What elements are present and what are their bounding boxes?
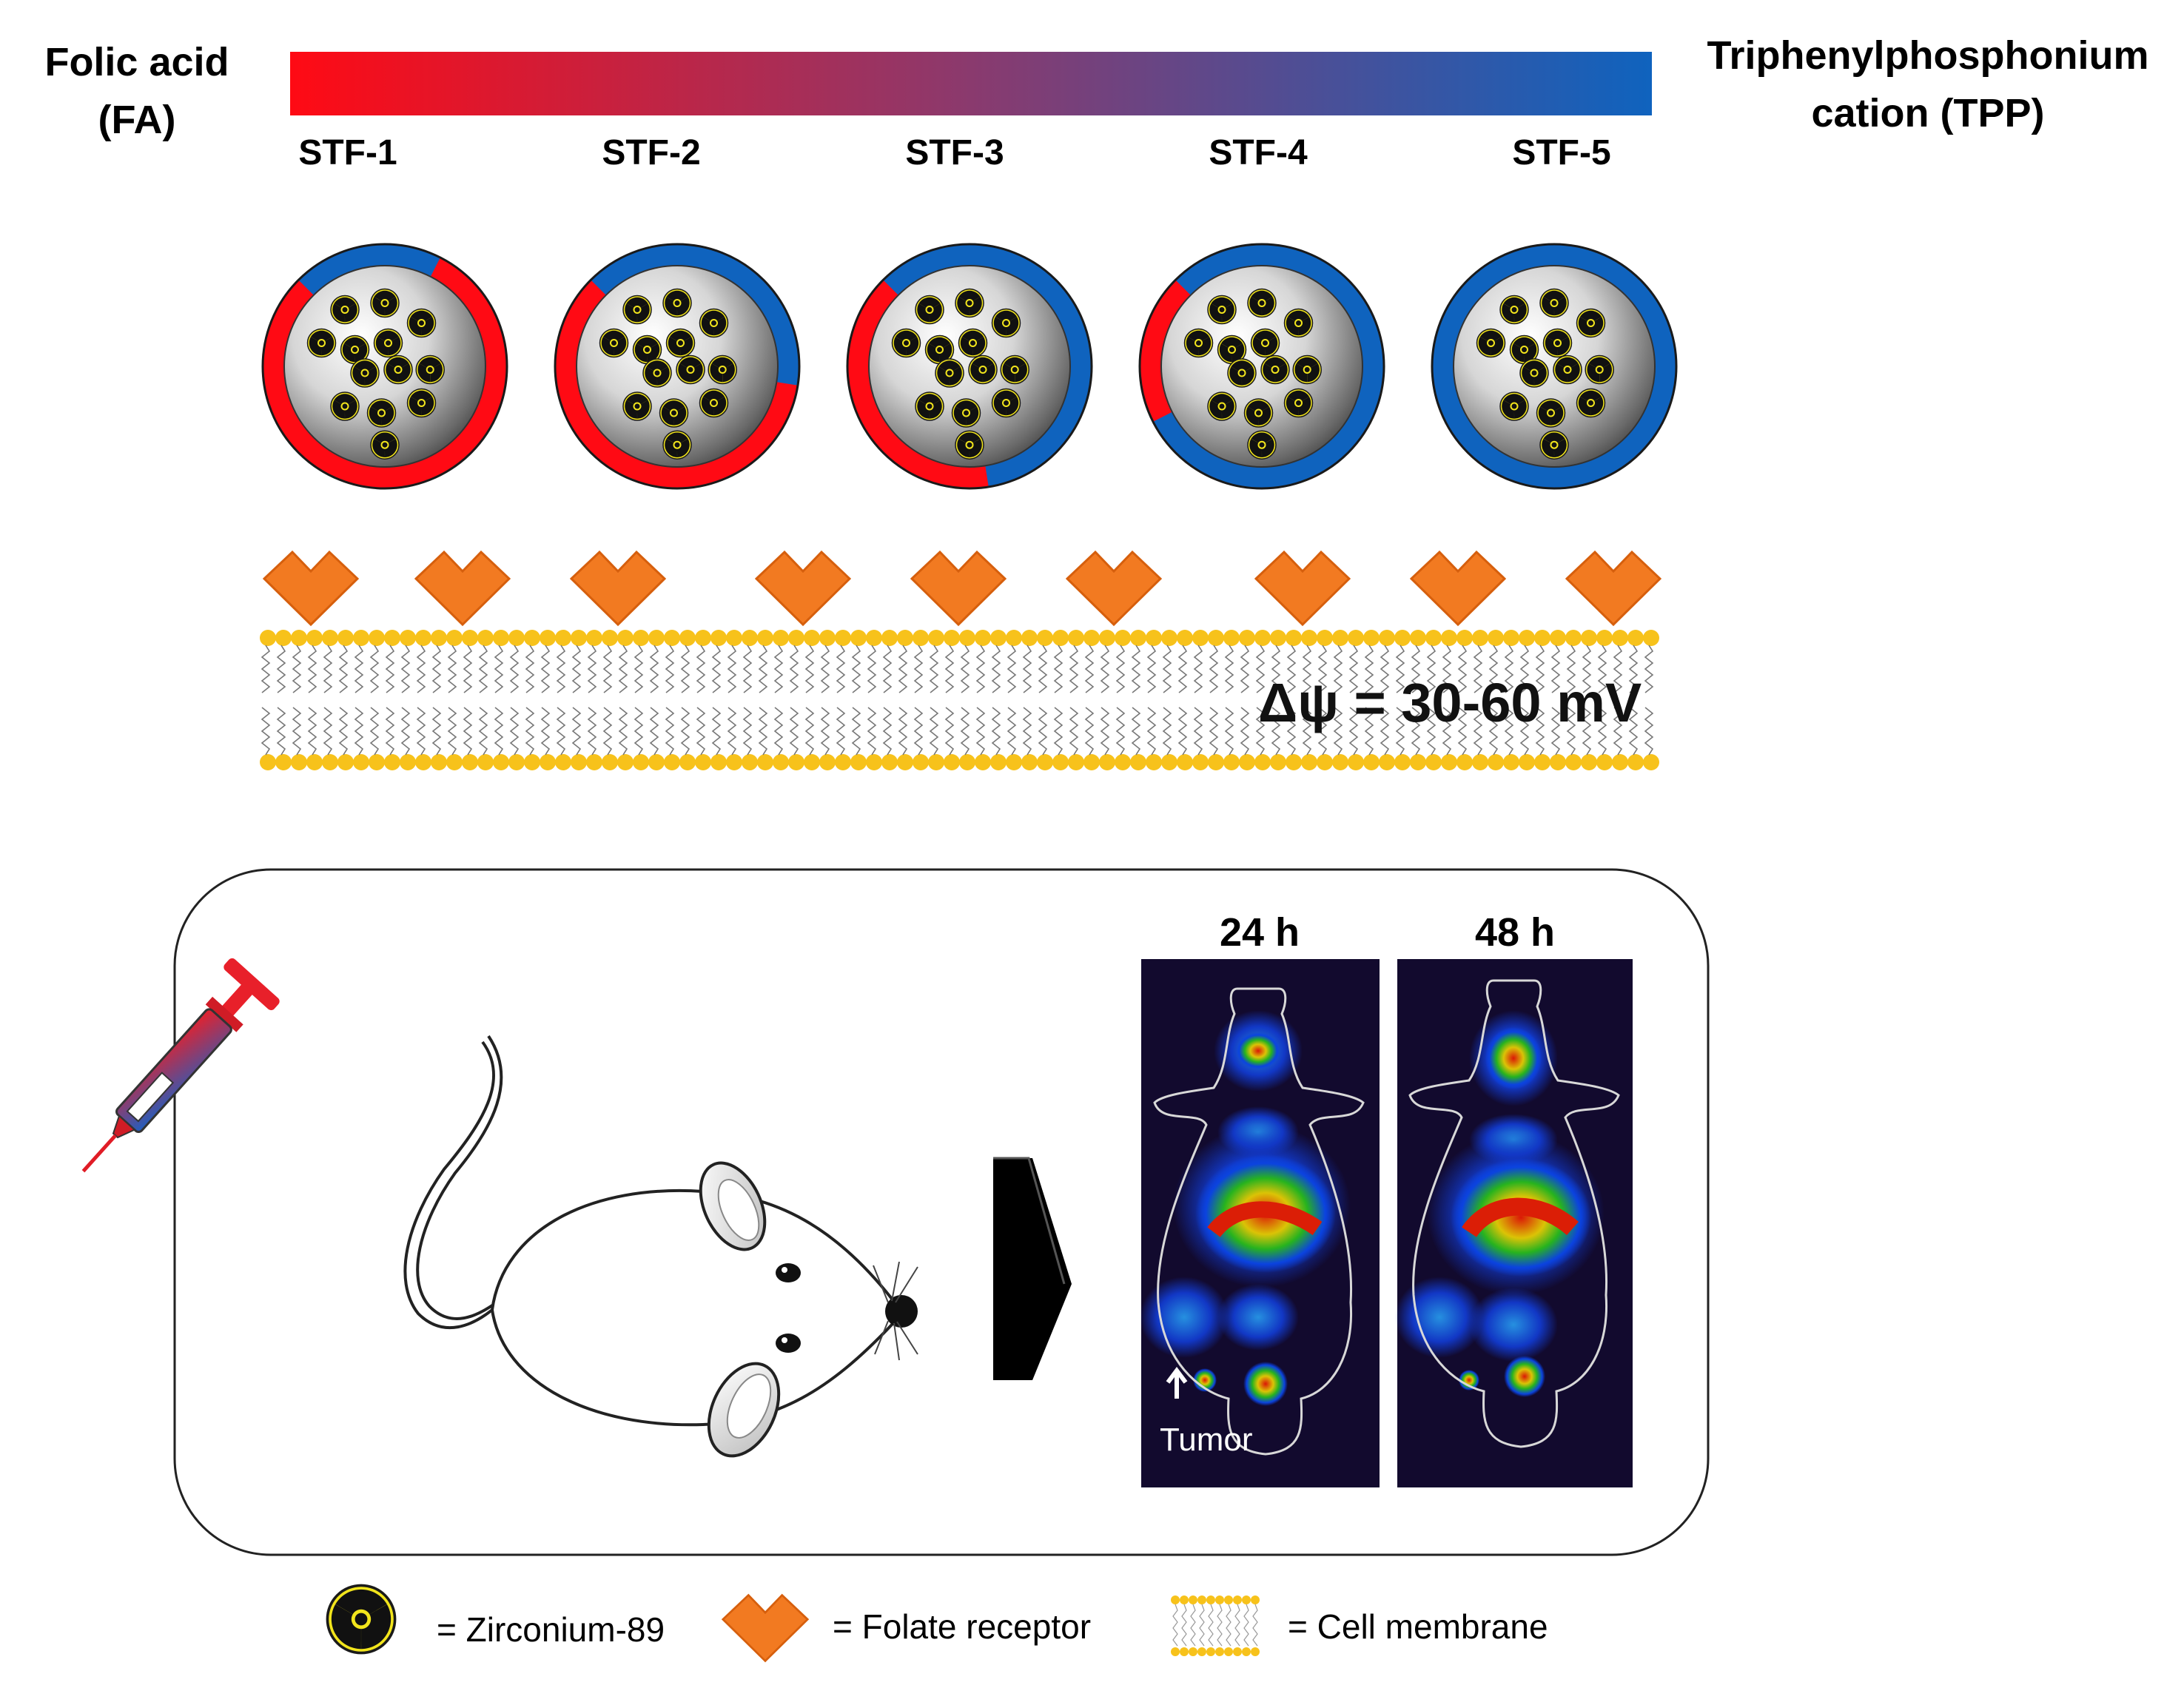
nanoparticle-stf-3 xyxy=(846,243,1093,490)
folate-receptor-1 xyxy=(263,551,359,626)
legend: = Zirconium-89 = Folate receptor = Cell … xyxy=(326,1584,1548,1662)
stf-label-3: STF-3 xyxy=(905,133,1004,172)
folate-receptors xyxy=(263,551,1661,626)
folate-receptor-8 xyxy=(1410,551,1506,626)
right-arrow-icon xyxy=(993,1158,1072,1380)
nanoparticle-stf-5 xyxy=(1431,243,1678,490)
tpp-label-line2: cation (TPP) xyxy=(1811,91,2044,135)
tpp-label-line1: Triphenylphosphonium xyxy=(1707,33,2149,78)
mouse-nose xyxy=(885,1295,918,1328)
syringe-icon xyxy=(81,958,280,1173)
stf-label-2: STF-2 xyxy=(602,133,700,172)
fa-label-line1: Folic acid xyxy=(44,40,229,84)
stf-label-1: STF-1 xyxy=(298,133,397,172)
legend-zirconium: = Zirconium-89 xyxy=(437,1610,665,1649)
folate-receptor-7 xyxy=(1254,551,1351,626)
folate-receptor-6 xyxy=(1066,551,1162,626)
pet-image-48h xyxy=(1395,959,1633,1487)
legend-membrane: = Cell membrane xyxy=(1288,1607,1548,1646)
tumor-label: Tumor xyxy=(1160,1422,1253,1458)
cell-membrane xyxy=(260,630,1659,770)
nanoparticles xyxy=(261,243,1678,490)
folate-receptor-9 xyxy=(1565,551,1661,626)
mouse-illustration xyxy=(403,1035,918,1458)
folate-receptor-4 xyxy=(755,551,851,626)
nanoparticle-stf-4 xyxy=(1138,243,1385,490)
legend-folate: = Folate receptor xyxy=(833,1607,1091,1646)
folate-receptor-2 xyxy=(414,551,511,626)
mouse-eye-bottom xyxy=(776,1334,801,1353)
gradient-bar xyxy=(290,52,1652,115)
membrane-potential: Δψ = 30-60 mV xyxy=(1258,672,1642,733)
nanoparticle-stf-1 xyxy=(261,243,508,490)
nanoparticle-stf-2 xyxy=(554,243,801,490)
stf-label-5: STF-5 xyxy=(1512,133,1610,172)
folate-receptor-3 xyxy=(570,551,666,626)
fa-label-line2: (FA) xyxy=(98,98,176,142)
timepoint-label-48h: 48 h xyxy=(1475,910,1555,955)
folate-receptor-5 xyxy=(910,551,1007,626)
radiation-icon xyxy=(326,1584,397,1655)
timepoint-label-24h: 24 h xyxy=(1220,910,1300,955)
stf-labels: STF-1 STF-2 STF-3 STF-4 STF-5 xyxy=(298,133,1610,172)
folate-receptor-icon xyxy=(722,1594,809,1662)
pet-image-24h: Tumor xyxy=(1140,959,1380,1487)
stf-label-4: STF-4 xyxy=(1209,133,1308,172)
mouse-eye-top xyxy=(776,1263,801,1282)
cell-membrane-icon xyxy=(1171,1595,1260,1656)
